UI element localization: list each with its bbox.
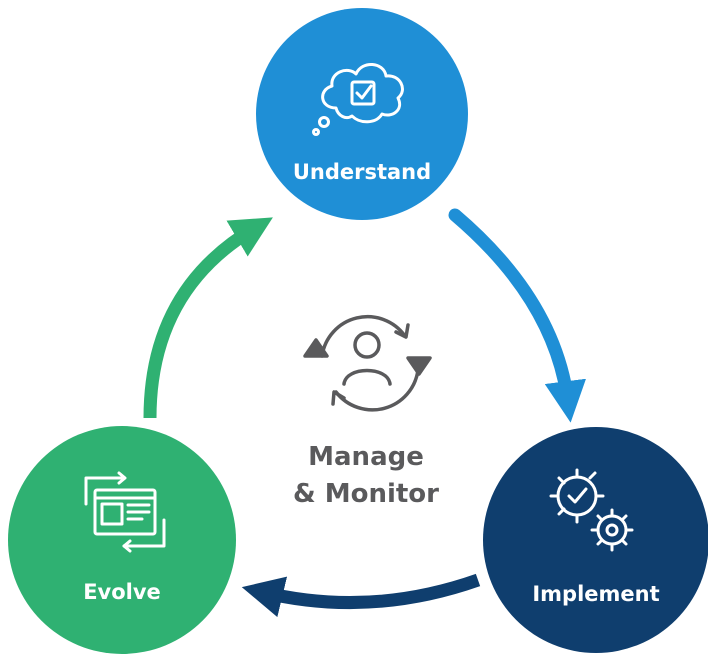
node-implement-circle bbox=[483, 427, 708, 653]
node-evolve: Evolve bbox=[8, 426, 236, 654]
center-line-1: Manage bbox=[308, 442, 424, 472]
thought-cloud-checkbox-icon bbox=[312, 63, 404, 136]
node-evolve-label: Evolve bbox=[83, 580, 161, 604]
node-evolve-circle bbox=[8, 426, 236, 654]
arrow-evolve-to-understand bbox=[143, 217, 273, 419]
node-understand-circle bbox=[256, 8, 468, 220]
node-understand-label: Understand bbox=[293, 160, 431, 184]
node-implement: Implement bbox=[483, 427, 708, 653]
node-understand: Understand bbox=[256, 8, 468, 220]
node-implement-label: Implement bbox=[532, 582, 659, 606]
center-manage-monitor: Manage & Monitor bbox=[293, 314, 439, 509]
arrow-implement-to-evolve bbox=[241, 573, 481, 618]
gears-check-icon bbox=[549, 468, 634, 552]
browser-window-cycle-icon bbox=[84, 471, 166, 553]
person-cycle-icon bbox=[303, 314, 432, 412]
arrow-understand-to-implement bbox=[448, 208, 586, 423]
center-line-2: & Monitor bbox=[293, 479, 439, 509]
